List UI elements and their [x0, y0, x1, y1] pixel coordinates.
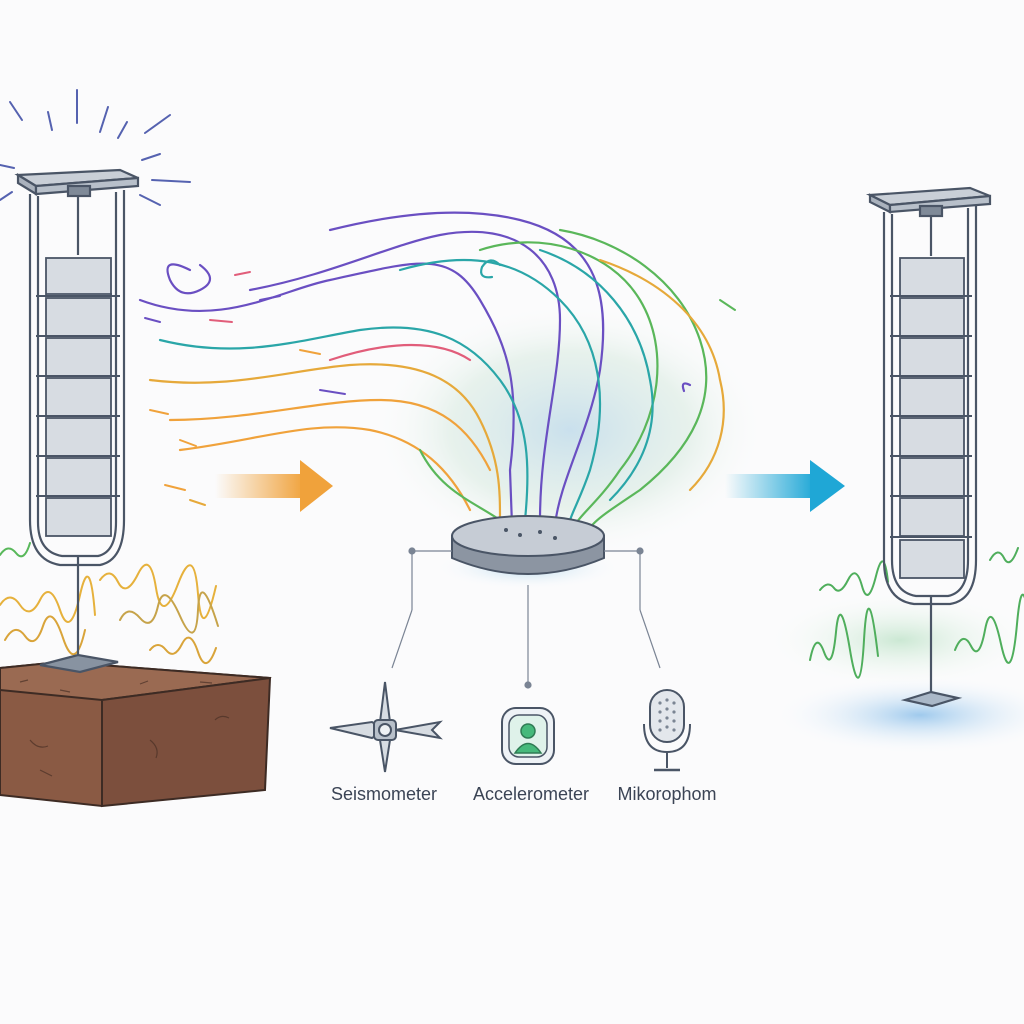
right-tower: [865, 186, 992, 708]
accelerometer-icon: [501, 707, 555, 765]
block: [899, 257, 965, 297]
seismometer-icon: [329, 681, 443, 773]
block: [899, 417, 965, 457]
seismometer-label: Seismometer: [330, 784, 438, 804]
block: [45, 377, 112, 417]
block: [45, 257, 112, 297]
wave-dashes: [144, 271, 736, 506]
orange-arrow-icon: [215, 460, 333, 512]
blue-arrow-icon: [725, 460, 845, 512]
ground-wave-lines: [0, 542, 219, 664]
block: [899, 457, 965, 497]
block: [45, 417, 112, 457]
sensor-hub: [391, 515, 661, 689]
grass-wave-lines: [809, 547, 1024, 679]
left-tower: [14, 168, 140, 674]
microphone-label: Mikorophom: [617, 784, 717, 804]
right-structure: [760, 186, 1024, 755]
block: [899, 297, 965, 337]
right-tower-blocks: [890, 257, 972, 579]
block: [45, 297, 112, 337]
wave-mist: [370, 300, 770, 560]
block: [899, 539, 965, 579]
left-structure: [0, 89, 272, 808]
block: [45, 497, 112, 537]
accelerometer-label: Accelerometer: [472, 784, 590, 804]
vibration-burst-icon: [0, 89, 191, 206]
block: [899, 337, 965, 377]
soil-block: [0, 660, 272, 808]
vibration-wave-lines: [138, 211, 725, 530]
left-tower-blocks: [36, 257, 120, 537]
block: [899, 377, 965, 417]
block: [45, 457, 112, 497]
microphone-icon: [643, 689, 691, 772]
block: [899, 497, 965, 537]
block: [45, 337, 112, 377]
